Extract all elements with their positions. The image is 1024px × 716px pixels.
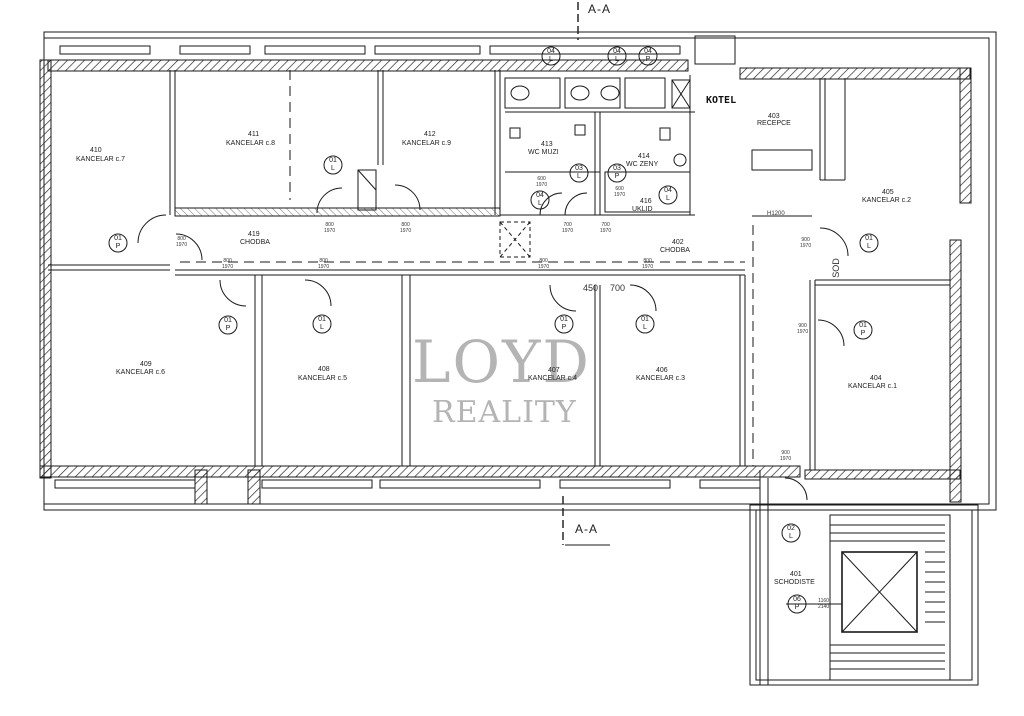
room-404-name: KANCELAR c.1 (848, 383, 898, 390)
room-411-number: 411 (248, 131, 260, 138)
room-405-number: 405 (882, 189, 894, 196)
room-408-number: 408 (318, 366, 330, 373)
dimension-700-1970: 700 1970 (600, 222, 612, 234)
room-404-number: 404 (870, 375, 882, 382)
section-mark-bottom: A-A (575, 522, 599, 536)
room-410-name: KANCELAR c.7 (76, 156, 126, 163)
room-406-number: 406 (656, 367, 668, 374)
room-419-number: 419 (248, 231, 260, 238)
room-403-name: RECEPCE (757, 120, 791, 127)
dimension-900-1970: 900 1970 (800, 237, 812, 249)
watermark-subtitle: REALITY (432, 395, 577, 430)
room-416-name: UKLID (632, 206, 653, 213)
room-419-name: CHODBA (240, 239, 270, 246)
h1200-label: H1200 (767, 211, 785, 217)
wall-west (39, 59, 52, 479)
room-401-name: SCHODISTE (774, 579, 815, 586)
room-409-number: 409 (140, 361, 152, 368)
room-414-number: 414 (638, 153, 650, 160)
dimension-900-1970: 900 1970 (797, 323, 809, 335)
sod-label: SOD (830, 258, 841, 278)
dimension-1160-2140: 1160 2140 (818, 598, 830, 610)
room-407-number: 407 (548, 367, 560, 374)
room-409-name: KANCELAR c.6 (116, 369, 166, 376)
dimension-600-1970: 600 1970 (614, 186, 626, 198)
room-412-name: KANCELAR c.9 (402, 140, 452, 147)
room-406-name: KANCELAR c.3 (636, 375, 686, 382)
room-416-number: 416 (640, 198, 652, 205)
room-412-number: 412 (424, 131, 436, 138)
stair-treads (830, 524, 945, 670)
room-401-number: 401 (790, 571, 802, 578)
wall-north-east (739, 67, 971, 80)
room-408-name: KANCELAR c.5 (298, 375, 348, 382)
room-411-name: KANCELAR c.8 (226, 140, 276, 147)
dimension-800-1970: 800 1970 (538, 258, 550, 270)
room-403-number: 403 (768, 113, 780, 120)
dimension-800-1970: 800 1970 (222, 258, 234, 270)
watermark-logo: LOYD (412, 328, 591, 396)
wall-east (959, 67, 972, 204)
dimension-700-1970: 700 1970 (562, 222, 574, 234)
dimension-800-1970: 800 1970 (324, 222, 336, 234)
wall-north-west (47, 59, 689, 72)
room-402-name: CHODBA (660, 247, 690, 254)
dimension-600-1970: 600 1970 (536, 176, 548, 188)
room-413-number: 413 (541, 141, 553, 148)
dimension-450: 450 (583, 283, 599, 293)
room-405-name: KANCELAR c.2 (862, 197, 912, 204)
section-mark-top: A-A (588, 2, 612, 16)
dimension-800-1970: 800 1970 (642, 258, 654, 270)
room-407-name: KANCELAR c.4 (528, 375, 578, 382)
outer-wall-outline (43, 31, 997, 511)
room-402-number: 402 (672, 239, 684, 246)
handwritten-label: KOTEL (706, 95, 737, 106)
room-413-name: WC MUZI (528, 149, 559, 156)
dimension-800-1970: 800 1970 (318, 258, 330, 270)
room-410-number: 410 (90, 147, 102, 154)
room-414-name: WC ZENY (626, 161, 659, 168)
dimension-900-1970: 900 1970 (780, 450, 792, 462)
dimension-700: 700 (610, 283, 626, 293)
dimension-800-1970: 800 1970 (400, 222, 412, 234)
dimension-800-1970: 800 1970 (176, 236, 188, 248)
wall-south (39, 465, 801, 478)
